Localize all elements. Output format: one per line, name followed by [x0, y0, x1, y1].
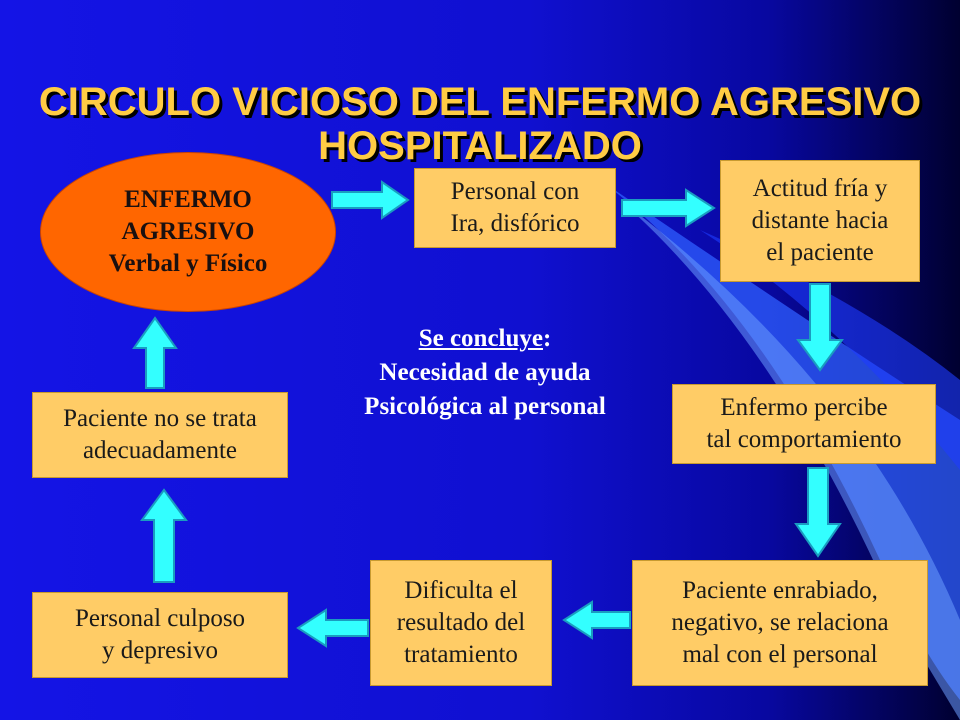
arrow-left-1: [562, 600, 631, 640]
arrow-left-2: [296, 608, 369, 648]
node-enfermo-percibe: Enfermo percibe tal comportamiento: [672, 384, 936, 464]
arrow-up-2: [132, 316, 178, 389]
node-enfermo-agresivo: ENFERMO AGRESIVO Verbal y Físico: [40, 152, 336, 312]
arrow-down-1: [796, 283, 844, 372]
node-personal-ira: Personal con Ira, disfórico: [414, 168, 616, 248]
node-personal-culposo: Personal culposo y depresivo: [32, 592, 288, 678]
node-actitud-fria: Actitud fría y distante hacia el pacient…: [720, 160, 920, 282]
conclusion-line-1: Necesidad de ayuda: [379, 359, 591, 386]
arrow-up-1: [140, 488, 188, 583]
slide-title: CIRCULO VICIOSO DEL ENFERMO AGRESIVO HOS…: [38, 80, 922, 162]
conclusion-line-2: Psicológica al personal: [364, 393, 606, 420]
conclusion-heading: Se concluye:: [320, 322, 650, 356]
node-paciente-enrabiado: Paciente enrabiado, negativo, se relacio…: [632, 560, 928, 686]
arrow-right-1: [331, 180, 410, 220]
arrow-down-2: [794, 467, 842, 558]
node-dificulta: Dificulta el resultado del tratamiento: [370, 560, 552, 686]
arrow-right-2: [621, 188, 716, 228]
node-paciente-no-trata: Paciente no se trata adecuadamente: [32, 392, 288, 478]
conclusion-text: Se concluye: Necesidad de ayuda Psicológ…: [320, 322, 650, 424]
conclusion-heading-label: Se concluye: [418, 325, 543, 352]
conclusion-heading-colon: :: [542, 325, 552, 352]
